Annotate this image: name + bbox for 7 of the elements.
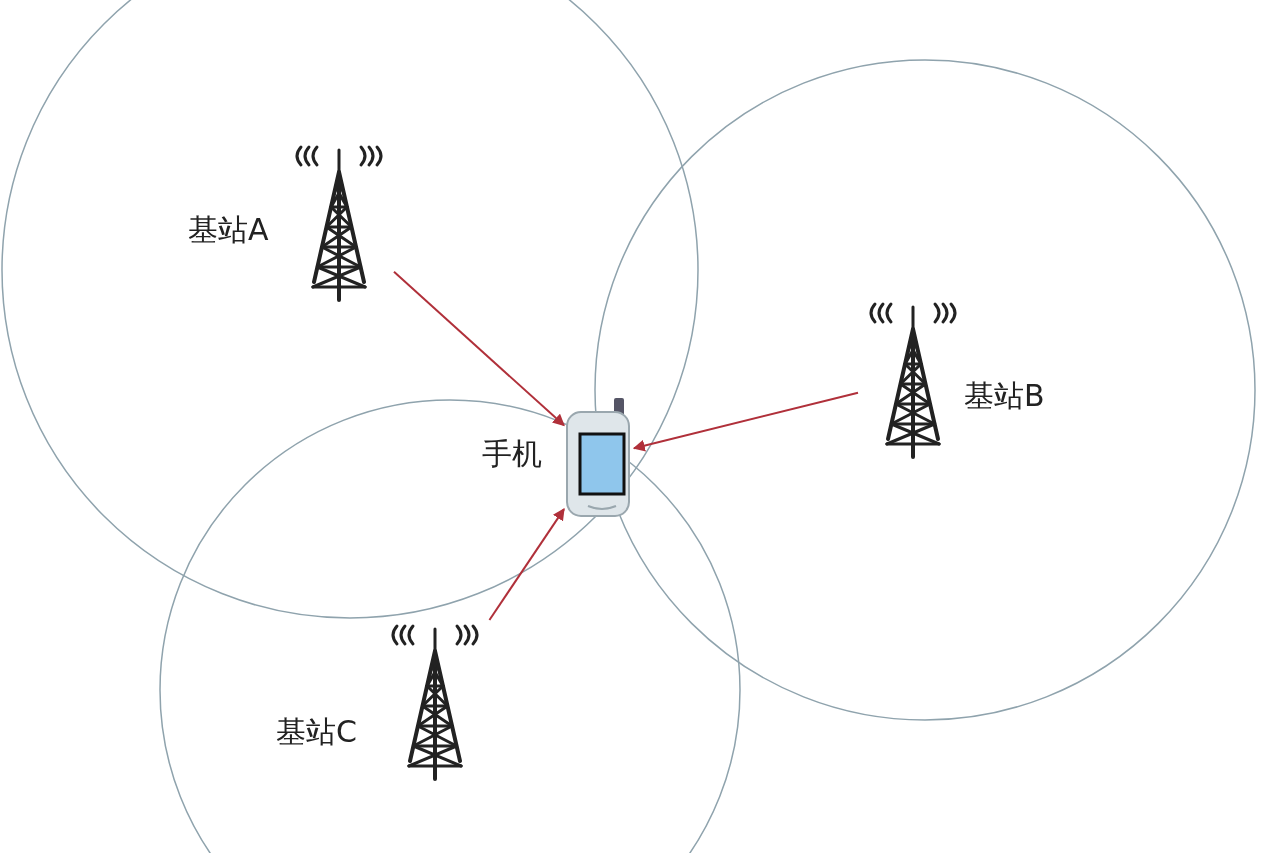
signal-arrow — [393, 270, 565, 427]
station-label: 基站C — [276, 713, 357, 751]
station-label: 基站A — [188, 211, 269, 249]
station-label: 基站B — [964, 377, 1045, 415]
signal-arrow — [632, 391, 859, 452]
signal-arrow — [488, 508, 565, 621]
device-label: 手机 — [482, 435, 542, 473]
